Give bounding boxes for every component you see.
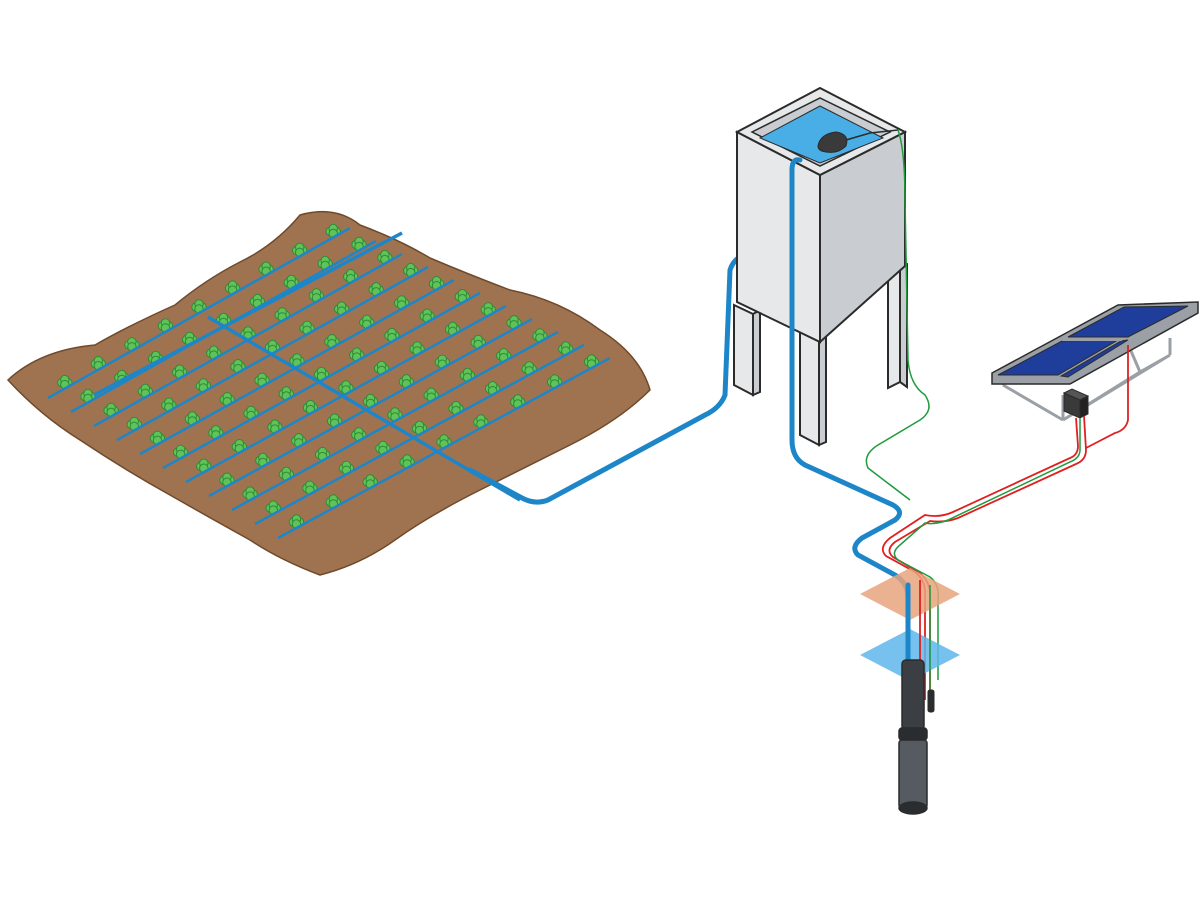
plant-icon [506,315,522,330]
plant-icon [546,374,563,389]
tank-water-surface [758,105,885,164]
panel-cells-right [1067,305,1189,338]
panel-cells-left-2 [1059,339,1129,378]
solar-panel-array [991,301,1199,422]
drip-line [162,291,481,470]
plant-icon [291,242,308,258]
plant-icon [124,337,140,352]
plant-icon [206,345,222,360]
drip-lines [47,226,611,540]
plant-icon [375,440,391,456]
plant-icon [265,500,281,515]
plant-icon [325,494,342,509]
plant-icon [157,318,174,333]
drip-line [185,304,507,484]
plant-icon [264,339,281,355]
drip-line [277,356,611,540]
field-header-pipe [93,231,403,397]
tank-leg-front-side [818,334,827,447]
crop-rows [57,223,600,529]
plant-icon [126,416,142,432]
controller-box-icon [1062,388,1090,419]
plant-icon [283,274,299,290]
drip-line [47,226,351,400]
plant-icon [278,386,294,401]
plant-icon [368,282,384,297]
plant-icon [172,444,189,459]
crop-field [6,210,651,576]
plant-icon [258,261,274,276]
plant-icon [384,327,400,343]
drip-line [254,343,585,526]
plant-icon [403,262,419,278]
plant-icon [349,347,365,362]
water-storage-tank [733,86,908,447]
plant-icon [242,486,258,501]
submersible-pump-icon [898,659,935,815]
float-switch-wire [865,129,930,501]
tank-leg-front [799,328,820,447]
plant-icon [470,334,486,350]
plant-icon [558,341,574,356]
plant-icon [219,391,235,407]
plant-icon [398,374,415,389]
plant-icon [373,360,390,376]
plant-icon [409,341,425,356]
drip-line [139,278,455,456]
float-switch-icon [817,129,899,153]
plant-icon [314,446,331,462]
plant-icon [291,433,307,448]
plant-icon [302,480,318,495]
tank-leg-front-left-side [752,308,761,397]
plant-icon [196,458,212,473]
drip-line [231,330,559,512]
plant-icon [80,388,96,404]
tank-inlet-pipe [789,157,803,443]
tank-leg-front-left [733,303,754,397]
drip-line [208,317,533,498]
plant-icon [181,331,198,347]
controller-wire-red [1085,345,1129,449]
plant-icon [454,289,471,304]
plant-icon [103,402,119,418]
plant-icon [254,372,270,388]
